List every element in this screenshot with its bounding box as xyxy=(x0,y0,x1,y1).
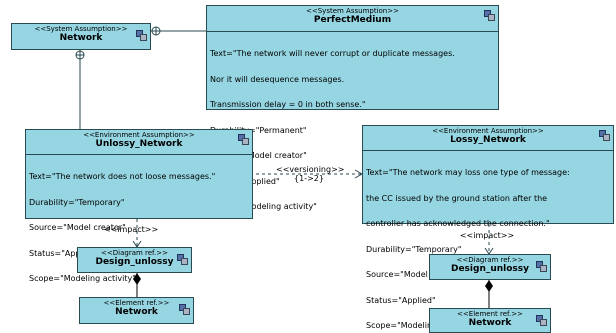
network-element-ref-right[interactable]: <<Element ref.>> Network xyxy=(429,308,551,333)
attribute-line: Text="The network will never corrupt or … xyxy=(210,49,455,58)
stereotype-label: <<Environment Assumption>> xyxy=(83,131,195,139)
containment-circle-icon xyxy=(151,26,161,36)
versioning-range: {1->2} xyxy=(294,174,324,183)
attribute-line: Durability="Temporary" xyxy=(29,197,125,207)
element-icon xyxy=(536,315,547,326)
impact-label-left: <<impact>> xyxy=(103,225,159,234)
attribute-line: controller has acknowledged the connecti… xyxy=(366,219,550,228)
lossy-network-environment-assumption-box[interactable]: <<Environment Assumption>> Lossy_Network… xyxy=(362,125,614,330)
unlossy-network-environment-assumption-box[interactable]: <<Environment Assumption>> Unlossy_Netwo… xyxy=(25,129,253,283)
box-header: <<Environment Assumption>> Unlossy_Netwo… xyxy=(26,130,252,155)
attribute-line: Source="Model creator" xyxy=(29,223,126,232)
stereotype-label: <<Diagram ref.>> xyxy=(101,249,168,257)
composition-diamond-left xyxy=(133,273,141,285)
attribute-line: the CC issued by the ground station afte… xyxy=(366,193,548,203)
stereotype-label: <<System Assumption>> xyxy=(34,25,128,33)
element-icon xyxy=(136,30,147,41)
box-header: <<System Assumption>> PerfectMedium xyxy=(207,6,498,32)
stereotype-label: <<System Assumption>> xyxy=(306,7,399,15)
element-name: Network xyxy=(115,307,158,317)
element-name: PerfectMedium xyxy=(313,15,392,25)
box-header: <<Environment Assumption>> Lossy_Network xyxy=(363,126,613,151)
stereotype-label: <<Element ref.>> xyxy=(457,310,523,318)
network-element-ref-left[interactable]: <<Element ref.>> Network xyxy=(79,297,194,324)
stereotype-label: <<Diagram ref.>> xyxy=(456,256,524,264)
attribute-line: Nor it will desequence messages. xyxy=(210,74,345,84)
element-name: Lossy_Network xyxy=(450,135,526,145)
attribute-line: Text="The network may loss one type of m… xyxy=(366,168,570,177)
box-header: <<Diagram ref.>> Design_unlossy xyxy=(430,255,550,275)
attribute-line: Text="The network does not loose message… xyxy=(29,172,216,181)
versioning-stereotype: <<versioning>> xyxy=(276,165,345,174)
stereotype-label: <<Environment Assumption>> xyxy=(432,127,544,135)
element-icon xyxy=(238,134,249,145)
versioning-label: <<versioning>> {1->2} xyxy=(276,165,345,183)
element-name: Design_unlossy xyxy=(95,257,174,267)
composition-diamond-right xyxy=(485,280,493,292)
containment-circle-icon xyxy=(75,50,85,60)
stereotype-label: <<Element ref.>> xyxy=(103,299,170,307)
element-icon xyxy=(179,304,190,315)
impact-label-right: <<impact>> xyxy=(459,231,515,240)
box-header: <<Element ref.>> Network xyxy=(430,309,550,329)
element-icon xyxy=(177,254,188,265)
box-header: <<Element ref.>> Network xyxy=(80,298,193,318)
element-icon xyxy=(536,261,547,272)
network-system-assumption-box[interactable]: <<System Assumption>> Network xyxy=(11,23,151,50)
design-unlossy-diagram-ref-left[interactable]: <<Diagram ref.>> Design_unlossy xyxy=(77,247,192,273)
attributes-list: Text="The network does not loose message… xyxy=(26,155,252,301)
element-name: Design_unlossy xyxy=(450,264,530,274)
attribute-line: Durability="Temporary" xyxy=(366,244,462,254)
design-unlossy-diagram-ref-right[interactable]: <<Diagram ref.>> Design_unlossy xyxy=(429,254,551,280)
element-name: Network xyxy=(468,318,512,328)
element-icon xyxy=(599,130,610,141)
attributes-list: Text="The network may loss one type of m… xyxy=(363,151,613,333)
element-icon xyxy=(484,10,495,21)
element-name: Unlossy_Network xyxy=(95,139,183,149)
attribute-line: Durability="Permanent" xyxy=(210,125,307,135)
perfectmedium-system-assumption-box[interactable]: <<System Assumption>> PerfectMedium Text… xyxy=(206,5,499,211)
attribute-line: Status="Applied" xyxy=(366,295,436,305)
box-header: <<Diagram ref.>> Design_unlossy xyxy=(78,248,191,268)
element-name: Network xyxy=(59,33,103,43)
box-header: <<System Assumption>> Network xyxy=(12,24,150,44)
attribute-line: Transmission delay = 0 in both sense." xyxy=(210,100,366,109)
attribute-line: Status="Applied" xyxy=(29,248,99,258)
attribute-line: Scope="Modeling activity" xyxy=(29,274,136,283)
